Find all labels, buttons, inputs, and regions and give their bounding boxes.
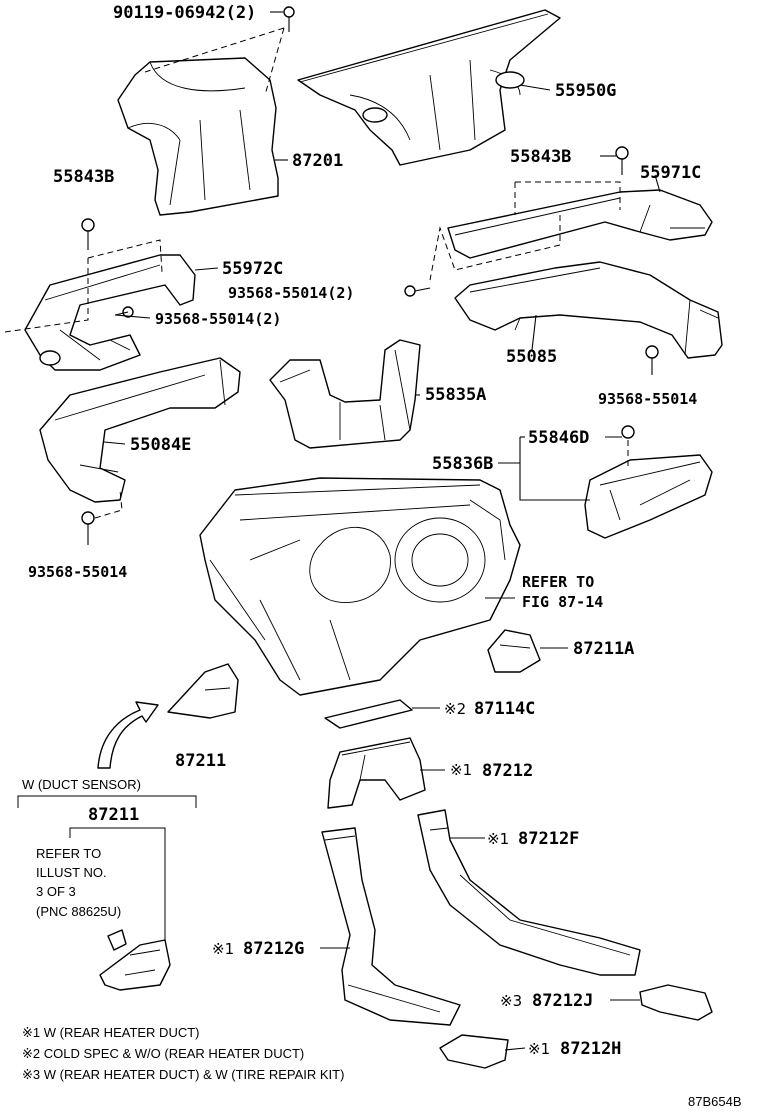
bolt-93568-a-icon: [114, 306, 134, 318]
label-55846D: 55846D: [528, 428, 589, 448]
part-87212G: [321, 827, 461, 1026]
bolt-93568-b-icon: [404, 285, 431, 297]
label-93568-55014-right: 93568-55014: [598, 390, 697, 408]
label-55843B-right: 55843B: [510, 147, 571, 167]
footnote-1: ※1 W (REAR HEATER DUCT): [22, 1025, 200, 1040]
duct-sensor-ref-line1: REFER TO: [36, 846, 101, 861]
bolt-93568-left-icon: [81, 511, 95, 545]
label-93568-55014-left: 93568-55014: [28, 563, 127, 581]
label-55971C: 55971C: [640, 163, 701, 183]
part-55972C-duct: [24, 254, 196, 371]
figure-code: 87B654B: [688, 1094, 742, 1109]
duct-sensor-ref-line4: (PNC 88625U): [36, 904, 121, 919]
part-55085-duct: [454, 261, 723, 359]
leader-lines: [103, 11, 661, 1051]
label-55835A: 55835A: [425, 385, 486, 405]
bolt-90119-icon: [283, 6, 295, 32]
footnote-2: ※2 COLD SPEC & W/O (REAR HEATER DUCT): [22, 1046, 304, 1061]
duct-sensor-inset: W (DUCT SENSOR) 87211 REFER TO ILLUST NO…: [17, 777, 197, 991]
part-87211A: [487, 629, 541, 673]
part-87211: [167, 663, 239, 719]
footnote-3: ※3 W (REAR HEATER DUCT) & W (TIRE REPAIR…: [22, 1067, 344, 1082]
heater-unit-55836B: [199, 477, 521, 696]
mark-87212J: ※3: [500, 992, 522, 1010]
label-87211: 87211: [175, 751, 226, 771]
label-55972C: 55972C: [222, 259, 283, 279]
label-93568-55014-2-upper: 93568-55014(2): [228, 284, 354, 302]
mark-87212H: ※1: [528, 1040, 550, 1058]
bolt-93568-right-icon: [645, 345, 659, 375]
part-87212J: [639, 984, 713, 1021]
label-87212J: 87212J: [532, 991, 593, 1011]
label-87212: 87212: [482, 761, 533, 781]
part-55846D-duct: [584, 454, 713, 539]
part-55950G-duct: [297, 9, 561, 166]
assembly-line-90119: [144, 27, 285, 96]
label-87212G: 87212G: [243, 939, 304, 959]
part-87201-duct: [117, 57, 279, 216]
screw-55843B-right-icon: [615, 146, 629, 175]
duct-sensor-ref-line2: ILLUST NO.: [36, 865, 107, 880]
duct-sensor-part-drawing: [99, 929, 171, 991]
screw-55846D-icon: [621, 425, 635, 439]
part-87212: [327, 737, 426, 809]
assembly-box-55971C: [429, 181, 621, 281]
mark-87212: ※1: [450, 761, 472, 779]
mark-87212F: ※1: [487, 830, 509, 848]
label-93568-55014-2-lower: 93568-55014(2): [155, 310, 281, 328]
duct-sensor-part: 87211: [88, 805, 139, 825]
part-87212H: [439, 1034, 509, 1069]
label-55085: 55085: [506, 347, 557, 367]
arrow-icon: [97, 701, 159, 769]
part-55084E-duct: [39, 357, 241, 503]
label-87201: 87201: [292, 151, 343, 171]
duct-sensor-title: W (DUCT SENSOR): [22, 777, 141, 792]
label-87114C: 87114C: [474, 699, 535, 719]
footnotes: ※1 W (REAR HEATER DUCT) ※2 COLD SPEC & W…: [22, 1025, 344, 1082]
label-90119-06942: 90119-06942(2): [113, 3, 256, 23]
assembly-line-55084E: [94, 489, 123, 519]
label-55084E: 55084E: [130, 435, 191, 455]
part-87212F: [417, 809, 641, 976]
assembly-box-55972C: [4, 239, 163, 333]
screw-55843B-left-icon: [81, 218, 95, 250]
label-87211A: 87211A: [573, 639, 634, 659]
label-87212F: 87212F: [518, 829, 579, 849]
refer-to-line1: REFER TO: [522, 573, 594, 591]
part-87114C: [324, 699, 413, 729]
label-87212H: 87212H: [560, 1039, 621, 1059]
label-55843B-left: 55843B: [53, 167, 114, 187]
mark-87114C: ※2: [444, 700, 466, 718]
part-55971C-duct: [447, 189, 713, 259]
label-55950G: 55950G: [555, 81, 616, 101]
part-55835A-duct: [269, 339, 421, 449]
label-55836B: 55836B: [432, 454, 493, 474]
duct-sensor-ref-line3: 3 OF 3: [36, 884, 76, 899]
mark-87212G: ※1: [212, 940, 234, 958]
refer-to-line2: FIG 87-14: [522, 593, 603, 611]
